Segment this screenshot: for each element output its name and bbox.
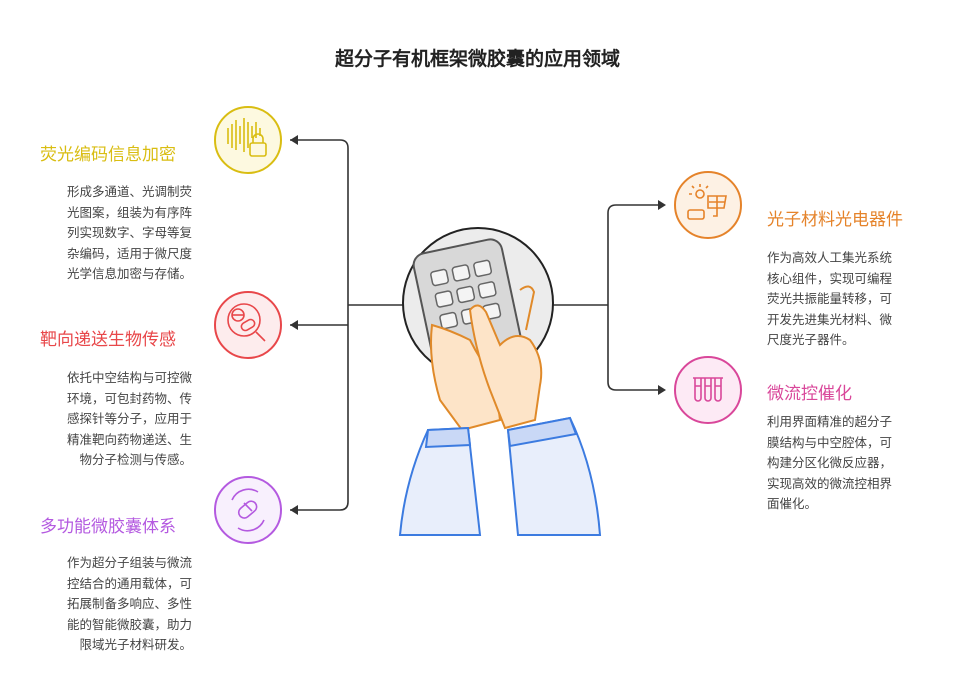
center-illustration bbox=[398, 227, 602, 536]
right-item-description: 作为高效人工集光系统 核心组件，实现可编程 荧光共振能量转移，可 开发先进集光材… bbox=[767, 248, 917, 351]
right-item-title: 微流控催化 bbox=[767, 384, 852, 404]
capsule-cycle-icon bbox=[214, 476, 282, 544]
desc-line: 列实现数字、字母等复 bbox=[66, 225, 192, 240]
desc-line: 限域光子材料研发。 bbox=[79, 637, 192, 652]
desc-line: 能的智能微胶囊，助力 bbox=[66, 616, 192, 632]
desc-line: 开发先进集光材料、微 bbox=[767, 311, 893, 327]
desc-line: 荧光共振能量转移，可 bbox=[767, 291, 893, 306]
desc-line: 形成多通道、光调制荧 bbox=[66, 184, 192, 199]
desc-line: 拓展制备多响应、多性 bbox=[66, 596, 192, 611]
right-item-title: 光子材料光电器件 bbox=[767, 210, 903, 230]
desc-line: 作为高效人工集光系统 bbox=[767, 250, 893, 265]
desc-line: 环境，可包封药物、传 bbox=[66, 390, 192, 406]
desc-line: 杂编码，适用于微尺度 bbox=[66, 245, 192, 261]
left-item-description: 作为超分子组装与微流 控结合的通用载体，可 拓展制备多响应、多性 能的智能微胶囊… bbox=[42, 553, 192, 656]
test-tubes-icon bbox=[674, 356, 742, 424]
desc-line: 作为超分子组装与微流 bbox=[66, 555, 192, 570]
left-item-title: 多功能微胶囊体系 bbox=[40, 517, 176, 537]
desc-line: 面催化。 bbox=[767, 496, 818, 511]
desc-line: 物分子检测与传感。 bbox=[79, 452, 192, 467]
desc-line: 精准靶向药物递送、生 bbox=[66, 431, 192, 447]
left-item-description: 依托中空结构与可控微 环境，可包封药物、传 感探针等分子，应用于 精准靶向药物递… bbox=[42, 368, 192, 471]
desc-line: 核心组件，实现可编程 bbox=[767, 270, 893, 286]
left-item-title: 靶向递送生物传感 bbox=[40, 330, 176, 350]
arrowheads bbox=[290, 135, 666, 515]
desc-line: 光学信息加密与存储。 bbox=[66, 266, 192, 281]
sleeves bbox=[398, 416, 602, 536]
audio-lock-icon bbox=[214, 106, 282, 174]
hands-icon bbox=[430, 285, 543, 432]
pill-magnifier-icon bbox=[214, 291, 282, 359]
desc-line: 依托中空结构与可控微 bbox=[66, 370, 192, 385]
desc-line: 控结合的通用载体，可 bbox=[66, 575, 192, 591]
connectors bbox=[290, 139, 664, 511]
desc-line: 膜结构与中空腔体，可 bbox=[767, 434, 893, 450]
desc-line: 光图案，组装为有序阵 bbox=[66, 204, 192, 220]
page-title: 超分子有机框架微胶囊的应用领域 bbox=[334, 48, 620, 70]
right-item-description: 利用界面精准的超分子 膜结构与中空腔体，可 构建分区化微反应器， 实现高效的微流… bbox=[767, 412, 917, 515]
desc-line: 实现高效的微流控相界 bbox=[767, 475, 893, 491]
desc-line: 尺度光子器件。 bbox=[767, 332, 855, 347]
desc-line: 构建分区化微反应器， bbox=[767, 455, 893, 470]
solar-panel-icon bbox=[674, 171, 742, 239]
desc-line: 利用界面精准的超分子 bbox=[767, 414, 893, 429]
left-item-description: 形成多通道、光调制荧 光图案，组装为有序阵 列实现数字、字母等复 杂编码，适用于… bbox=[42, 182, 192, 285]
left-item-title: 荧光编码信息加密 bbox=[40, 145, 176, 165]
desc-line: 感探针等分子，应用于 bbox=[66, 411, 192, 426]
